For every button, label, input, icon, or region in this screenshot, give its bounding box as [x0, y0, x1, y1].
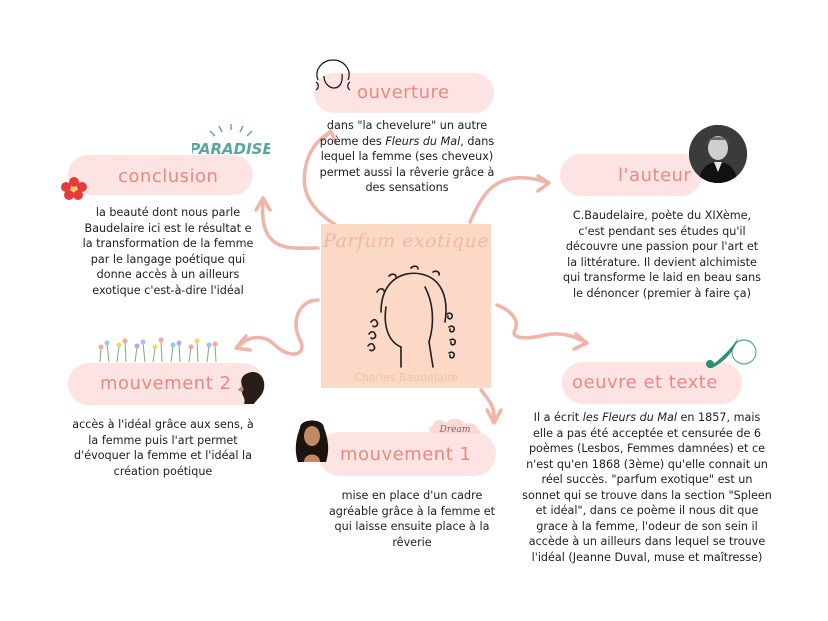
mouvement2-text: accès à l'idéal grâce aux sens, à la fem… — [72, 418, 254, 478]
woman-face-icon — [367, 265, 456, 368]
mouvement2-title: mouvement 2 — [100, 373, 232, 394]
dream-cloud-icon: Dream — [429, 418, 481, 435]
mouvement1-text: mise en place d'un cadre agréable grâce … — [328, 489, 496, 549]
woman-curly-hair-icon — [295, 420, 329, 462]
mouvement2-pill — [68, 363, 264, 405]
dream-text: Dream — [439, 425, 471, 435]
paradise-sticker-icon: PARADISE — [192, 124, 270, 158]
center-author: Charles Baudelaire — [354, 371, 458, 384]
mouvement1-pill — [318, 432, 496, 476]
hibiscus-icon — [61, 177, 87, 200]
oeuvre-title: oeuvre et texte — [572, 372, 718, 393]
center-title: Parfum exotique — [323, 230, 489, 252]
oeuvre-pill — [562, 362, 742, 404]
portrait-photo-icon — [689, 125, 747, 183]
woman-face-icon — [315, 59, 351, 91]
flowers-icon — [98, 337, 218, 362]
woman-profile-icon — [238, 371, 265, 404]
mouvement1-title: mouvement 1 — [340, 444, 472, 465]
oeuvre-text: Il a écrit les Fleurs du Mal en 1857, ma… — [522, 411, 772, 564]
auteur-title: l'auteur — [618, 165, 692, 186]
center-card: Parfum exotique Charles Baudelaire — [321, 224, 491, 388]
conclusion-pill — [68, 155, 253, 195]
conclusion-title: conclusion — [118, 166, 219, 187]
conclusion-text: la beauté dont nous parle Baudelaire ici… — [82, 206, 254, 297]
ouverture-title: ouverture — [357, 82, 450, 103]
auteur-text: C.Baudelaire, poète du XIXème, c'est pen… — [562, 209, 762, 300]
auteur-pill — [560, 154, 702, 196]
ouverture-text: dans "la chevelure" un autre poème des F… — [319, 119, 495, 194]
ouverture-pill — [314, 73, 494, 113]
paradise-text: PARADISE — [192, 140, 270, 158]
quill-icon — [706, 338, 757, 368]
